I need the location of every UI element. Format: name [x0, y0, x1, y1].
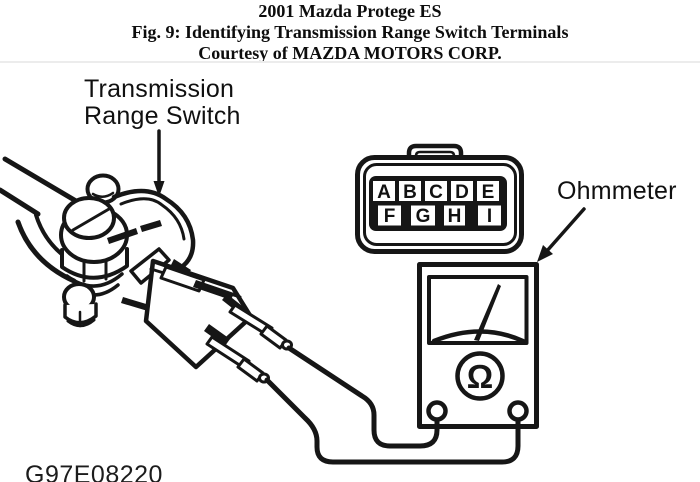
terminal-i: I — [487, 206, 492, 227]
terminal-row-bottom: F G H I — [376, 203, 503, 228]
meter-needle-icon — [474, 284, 501, 341]
test-probe-lower — [205, 335, 270, 384]
header-title: 2001 Mazda Protege ES — [258, 1, 442, 21]
omega-symbol: Ω — [467, 358, 493, 395]
ohmmeter-label: Ohmmeter — [557, 177, 677, 205]
ohm-dial: Ω — [455, 351, 505, 401]
wire-upper-lead — [286, 345, 440, 449]
terminal-f: F — [384, 206, 396, 227]
meter-terminal-left — [426, 400, 448, 422]
switch-label-line2: Range Switch — [84, 102, 241, 130]
test-probe-upper — [228, 303, 293, 351]
terminal-row-top: A B C D E — [371, 179, 501, 203]
switch-label: Transmission Range Switch — [84, 76, 241, 130]
header-courtesy: Courtesy of MAZDA MOTORS CORP. — [198, 43, 502, 63]
switch-boss — [59, 196, 129, 264]
switch-label-line1: Transmission — [84, 75, 235, 103]
figure-header: 2001 Mazda Protege ES Fig. 9: Identifyin… — [0, 1, 700, 64]
test-lead-wires — [264, 345, 521, 465]
switch-callout-arrow — [153, 129, 165, 197]
terminal-d: D — [455, 182, 469, 203]
switch-lower-stud — [62, 282, 98, 328]
figure-code: G97E08220 — [25, 461, 163, 482]
switch-top-stud — [85, 173, 121, 205]
switch-illustration — [0, 156, 293, 384]
ohmmeter-illustration: Ω — [417, 262, 539, 429]
terminal-connector-face: A B C D E F G H I — [355, 143, 524, 254]
wire-lower-lead — [264, 377, 521, 465]
terminal-b: B — [403, 182, 417, 203]
terminal-h: H — [448, 206, 462, 227]
terminal-a: A — [377, 182, 391, 203]
terminal-e: E — [482, 182, 495, 203]
terminal-c: C — [429, 182, 443, 203]
ohmmeter-callout-arrow — [537, 207, 586, 262]
connector-inner-shell — [363, 163, 517, 246]
header-divider — [0, 61, 700, 63]
header-figure-caption: Fig. 9: Identifying Transmission Range S… — [131, 22, 569, 42]
meter-terminal-right — [507, 400, 529, 422]
terminal-g: G — [416, 206, 431, 227]
meter-display — [427, 275, 529, 345]
